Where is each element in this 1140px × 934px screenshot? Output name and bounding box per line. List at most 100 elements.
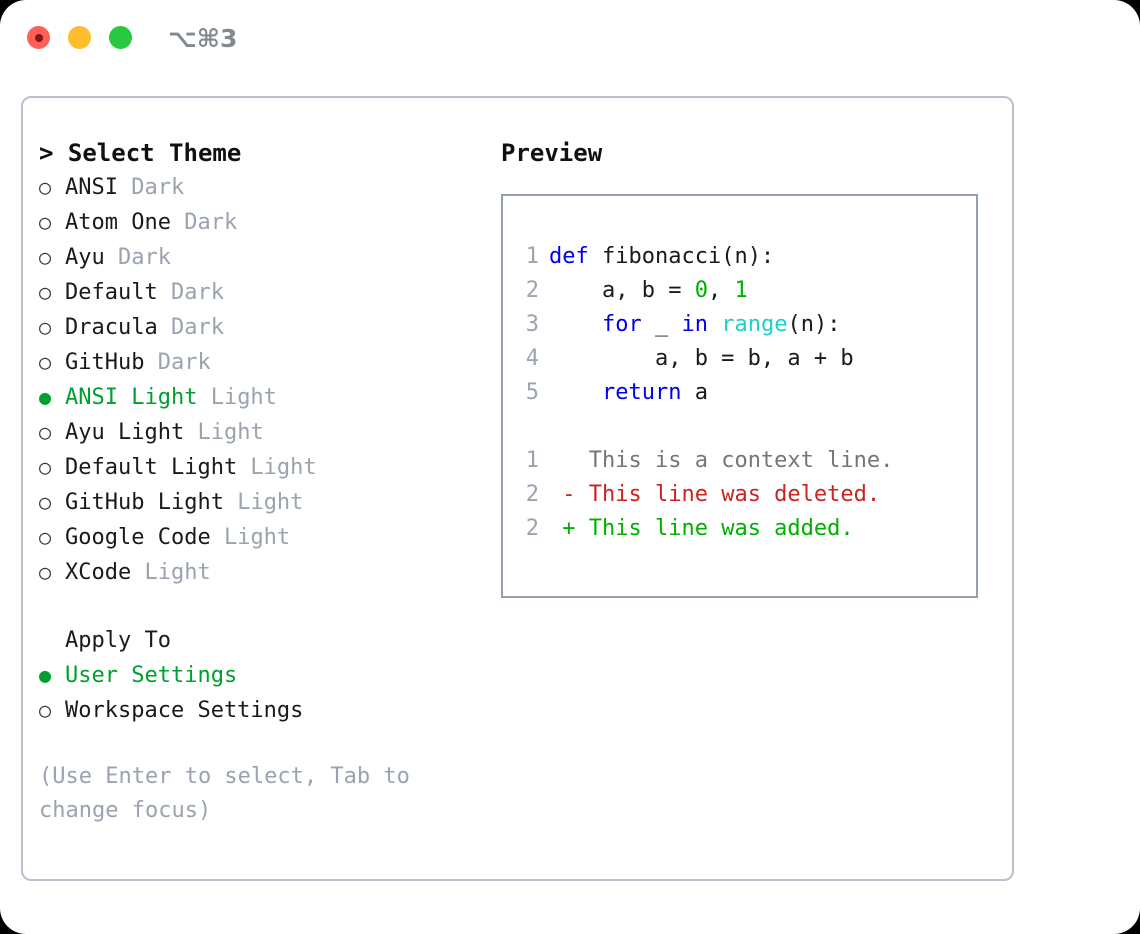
code-token (549, 380, 602, 405)
code-token: a (681, 380, 708, 405)
theme-option-label: ANSI (65, 175, 118, 200)
theme-option-ayu-light[interactable]: ○Ayu Light Light (39, 415, 489, 450)
code-token: 0 (694, 278, 708, 303)
diff-line-number: 2 (525, 516, 539, 541)
code-line-text: def fibonacci(n): (549, 240, 774, 274)
code-token: range (721, 312, 788, 337)
code-token (708, 312, 721, 337)
theme-option-default-light[interactable]: ○Default Light Light (39, 450, 489, 485)
code-line-number: 5 (525, 380, 539, 405)
code-diff-gap (503, 410, 976, 444)
maximize-button-icon[interactable] (109, 26, 132, 49)
apply-to-option-user-settings[interactable]: ●User Settings (39, 658, 489, 693)
diff-line-text: This line was deleted. (588, 482, 881, 507)
radio-unselected-icon: ○ (39, 525, 52, 549)
theme-option-dracula[interactable]: ○ Dracula Dark (39, 310, 489, 345)
minimize-button-icon[interactable] (68, 26, 91, 49)
code-line: 1 def fibonacci(n): (503, 240, 976, 274)
theme-option-ayu[interactable]: ○ Ayu Dark (39, 240, 489, 275)
code-token: (n): (787, 312, 841, 337)
theme-option-label: Default Light (65, 455, 238, 480)
diff-marker (549, 444, 589, 478)
apply-to-list: ●User Settings ○ Workspace Settings (39, 658, 489, 728)
theme-picker-column: > Select Theme ○ANSI Dark○Atom One Dark○… (39, 136, 489, 828)
apply-to-option-label: Workspace Settings (65, 698, 304, 723)
theme-option-label: ANSI Light (65, 385, 198, 410)
diff-line: 1 This is a context line. (503, 444, 976, 478)
theme-option-badge: Light (184, 420, 264, 445)
theme-option-label: Ayu Light (65, 420, 185, 445)
list-spacer (39, 590, 489, 624)
theme-option-label: Atom One (65, 210, 171, 235)
code-line-number: 2 (525, 278, 539, 303)
theme-option-label: Default (65, 280, 158, 305)
keyboard-hint: (Use Enter to select, Tab to change focu… (39, 764, 410, 823)
radio-unselected-icon: ○ (39, 175, 52, 199)
theme-option-ansi[interactable]: ○ ANSI Dark (39, 170, 489, 205)
theme-option-badge: Light (210, 525, 291, 550)
code-line: 2 a, b = 0, 1 (503, 274, 976, 308)
code-line: 5 return a (503, 376, 976, 410)
theme-option-badge: Dark (104, 245, 171, 270)
code-token: 1 (734, 278, 748, 303)
code-token: a, b = (549, 278, 695, 303)
theme-option-github[interactable]: ○ GitHub Dark (39, 345, 489, 380)
radio-unselected-icon: ○ (39, 560, 52, 584)
radio-unselected-icon: ○ (39, 698, 52, 722)
apply-to-label: Apply To (65, 628, 171, 653)
diff-line-text: This is a context line. (588, 448, 894, 473)
code-line-text: a, b = 0, 1 (549, 274, 748, 308)
diff-line: 2 + This line was added. (503, 512, 976, 546)
code-token (549, 312, 602, 337)
code-line-text: a, b = b, a + b (549, 342, 854, 376)
preview-title: Preview (501, 139, 603, 167)
apply-to-option-workspace-settings[interactable]: ○ Workspace Settings (39, 693, 489, 728)
radio-unselected-icon: ○ (39, 245, 52, 269)
theme-option-badge: Dark (157, 280, 224, 305)
code-line-number: 1 (525, 244, 539, 269)
theme-option-default[interactable]: ○ Default Dark (39, 275, 489, 310)
theme-option-ansi-light[interactable]: ●ANSI Light Light (39, 380, 489, 415)
code-line-number: 3 (525, 312, 539, 337)
diff-line: 2 - This line was deleted. (503, 478, 976, 512)
theme-option-label: GitHub (65, 350, 145, 375)
theme-option-badge: Dark (144, 350, 211, 375)
theme-option-github-light[interactable]: ○GitHub Light Light (39, 485, 489, 520)
code-token: in (681, 312, 708, 337)
radio-selected-icon: ● (39, 385, 52, 409)
radio-unselected-icon: ○ (39, 315, 52, 339)
theme-option-badge: Light (131, 560, 211, 585)
diff-line-number: 1 (525, 448, 539, 473)
radio-unselected-icon: ○ (39, 280, 52, 304)
code-token: return (601, 380, 682, 405)
code-line: 4 a, b = b, a + b (503, 342, 976, 376)
theme-option-label: Ayu (65, 245, 105, 270)
diff-marker: - (549, 482, 589, 507)
theme-option-label: GitHub Light (65, 490, 224, 515)
theme-option-badge: Dark (117, 175, 185, 200)
theme-option-badge: Dark (170, 210, 238, 235)
theme-option-atom-one[interactable]: ○Atom One Dark (39, 205, 489, 240)
theme-list: ○ANSI Dark○Atom One Dark○Ayu Dark○Defaul… (39, 170, 489, 590)
close-button-icon[interactable] (27, 26, 50, 49)
radio-unselected-icon: ○ (39, 490, 52, 514)
code-token: for (601, 312, 642, 337)
code-line: 3 for _ in range(n): (503, 308, 976, 342)
diff-marker: + (549, 516, 589, 541)
theme-picker-heading: > Select Theme (39, 139, 242, 167)
traffic-light-group (27, 26, 132, 49)
diff-sample: 1 This is a context line.2 - This line w… (503, 444, 976, 546)
theme-option-badge: Dark (157, 315, 224, 340)
title-bar: ⌥⌘3 (0, 0, 1140, 76)
radio-unselected-icon: ○ (39, 350, 52, 374)
theme-option-label: Dracula (65, 315, 158, 340)
theme-option-xcode[interactable]: ○XCode Light (39, 555, 489, 590)
diff-line-number: 2 (525, 482, 539, 507)
main-panel: > Select Theme ○ANSI Dark○Atom One Dark○… (21, 96, 1014, 881)
theme-option-google-code[interactable]: ○Google Code Light (39, 520, 489, 555)
window-title: ⌥⌘3 (168, 24, 238, 53)
code-token: def (549, 244, 589, 269)
